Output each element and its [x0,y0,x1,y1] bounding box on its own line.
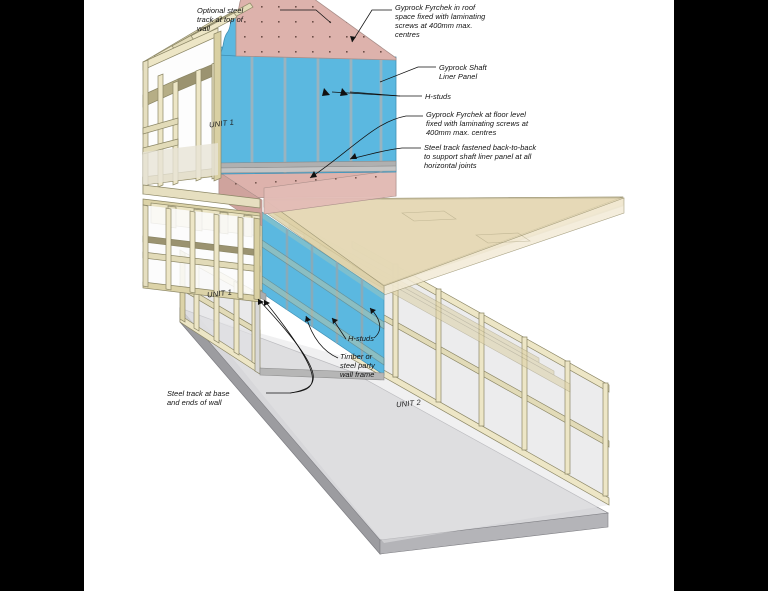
callout-h-studs-upper: H-studs [425,92,451,101]
letterbox-left [0,0,84,591]
shaft-liner-panel-upper [218,13,397,175]
letterbox-right [674,0,768,591]
callout-gyprock-shaft-liner-panel: Gyprock Shaft Liner Panel [439,63,487,82]
steel-track-base [259,290,385,381]
callout-timber-or-steel-party-wall-frame: Timber or steel party wall frame [340,352,375,380]
callout-optional-steel-track: Optional steel track at top of wall [197,6,244,34]
shaft-liner-panel-lower [261,211,385,376]
unit2-ceiling-floor-plane [263,196,625,393]
steel-track-back-to-back [218,160,397,174]
callout-steel-track-back-to-back: Steel track fastened back-to-back to sup… [424,143,537,171]
unit1-upper-wall-frame [142,2,254,195]
callout-leader-lines [257,9,436,394]
callout-h-studs-lower: H-studs [348,334,374,343]
diagram-canvas: Optional steel track at top of wall Gypr… [84,0,674,591]
isometric-construction-diagram [142,0,625,555]
callout-fyrchek-floor-level: Gyprock Fyrchek at floor level fixed wit… [426,110,529,138]
unit1-lower-storey-frame [142,204,261,303]
callout-fyrchek-roof-space: Gyprock Fyrchek in roof space fixed with… [395,3,486,40]
callout-steel-track-base: Steel track at base and ends of wall [167,389,230,408]
